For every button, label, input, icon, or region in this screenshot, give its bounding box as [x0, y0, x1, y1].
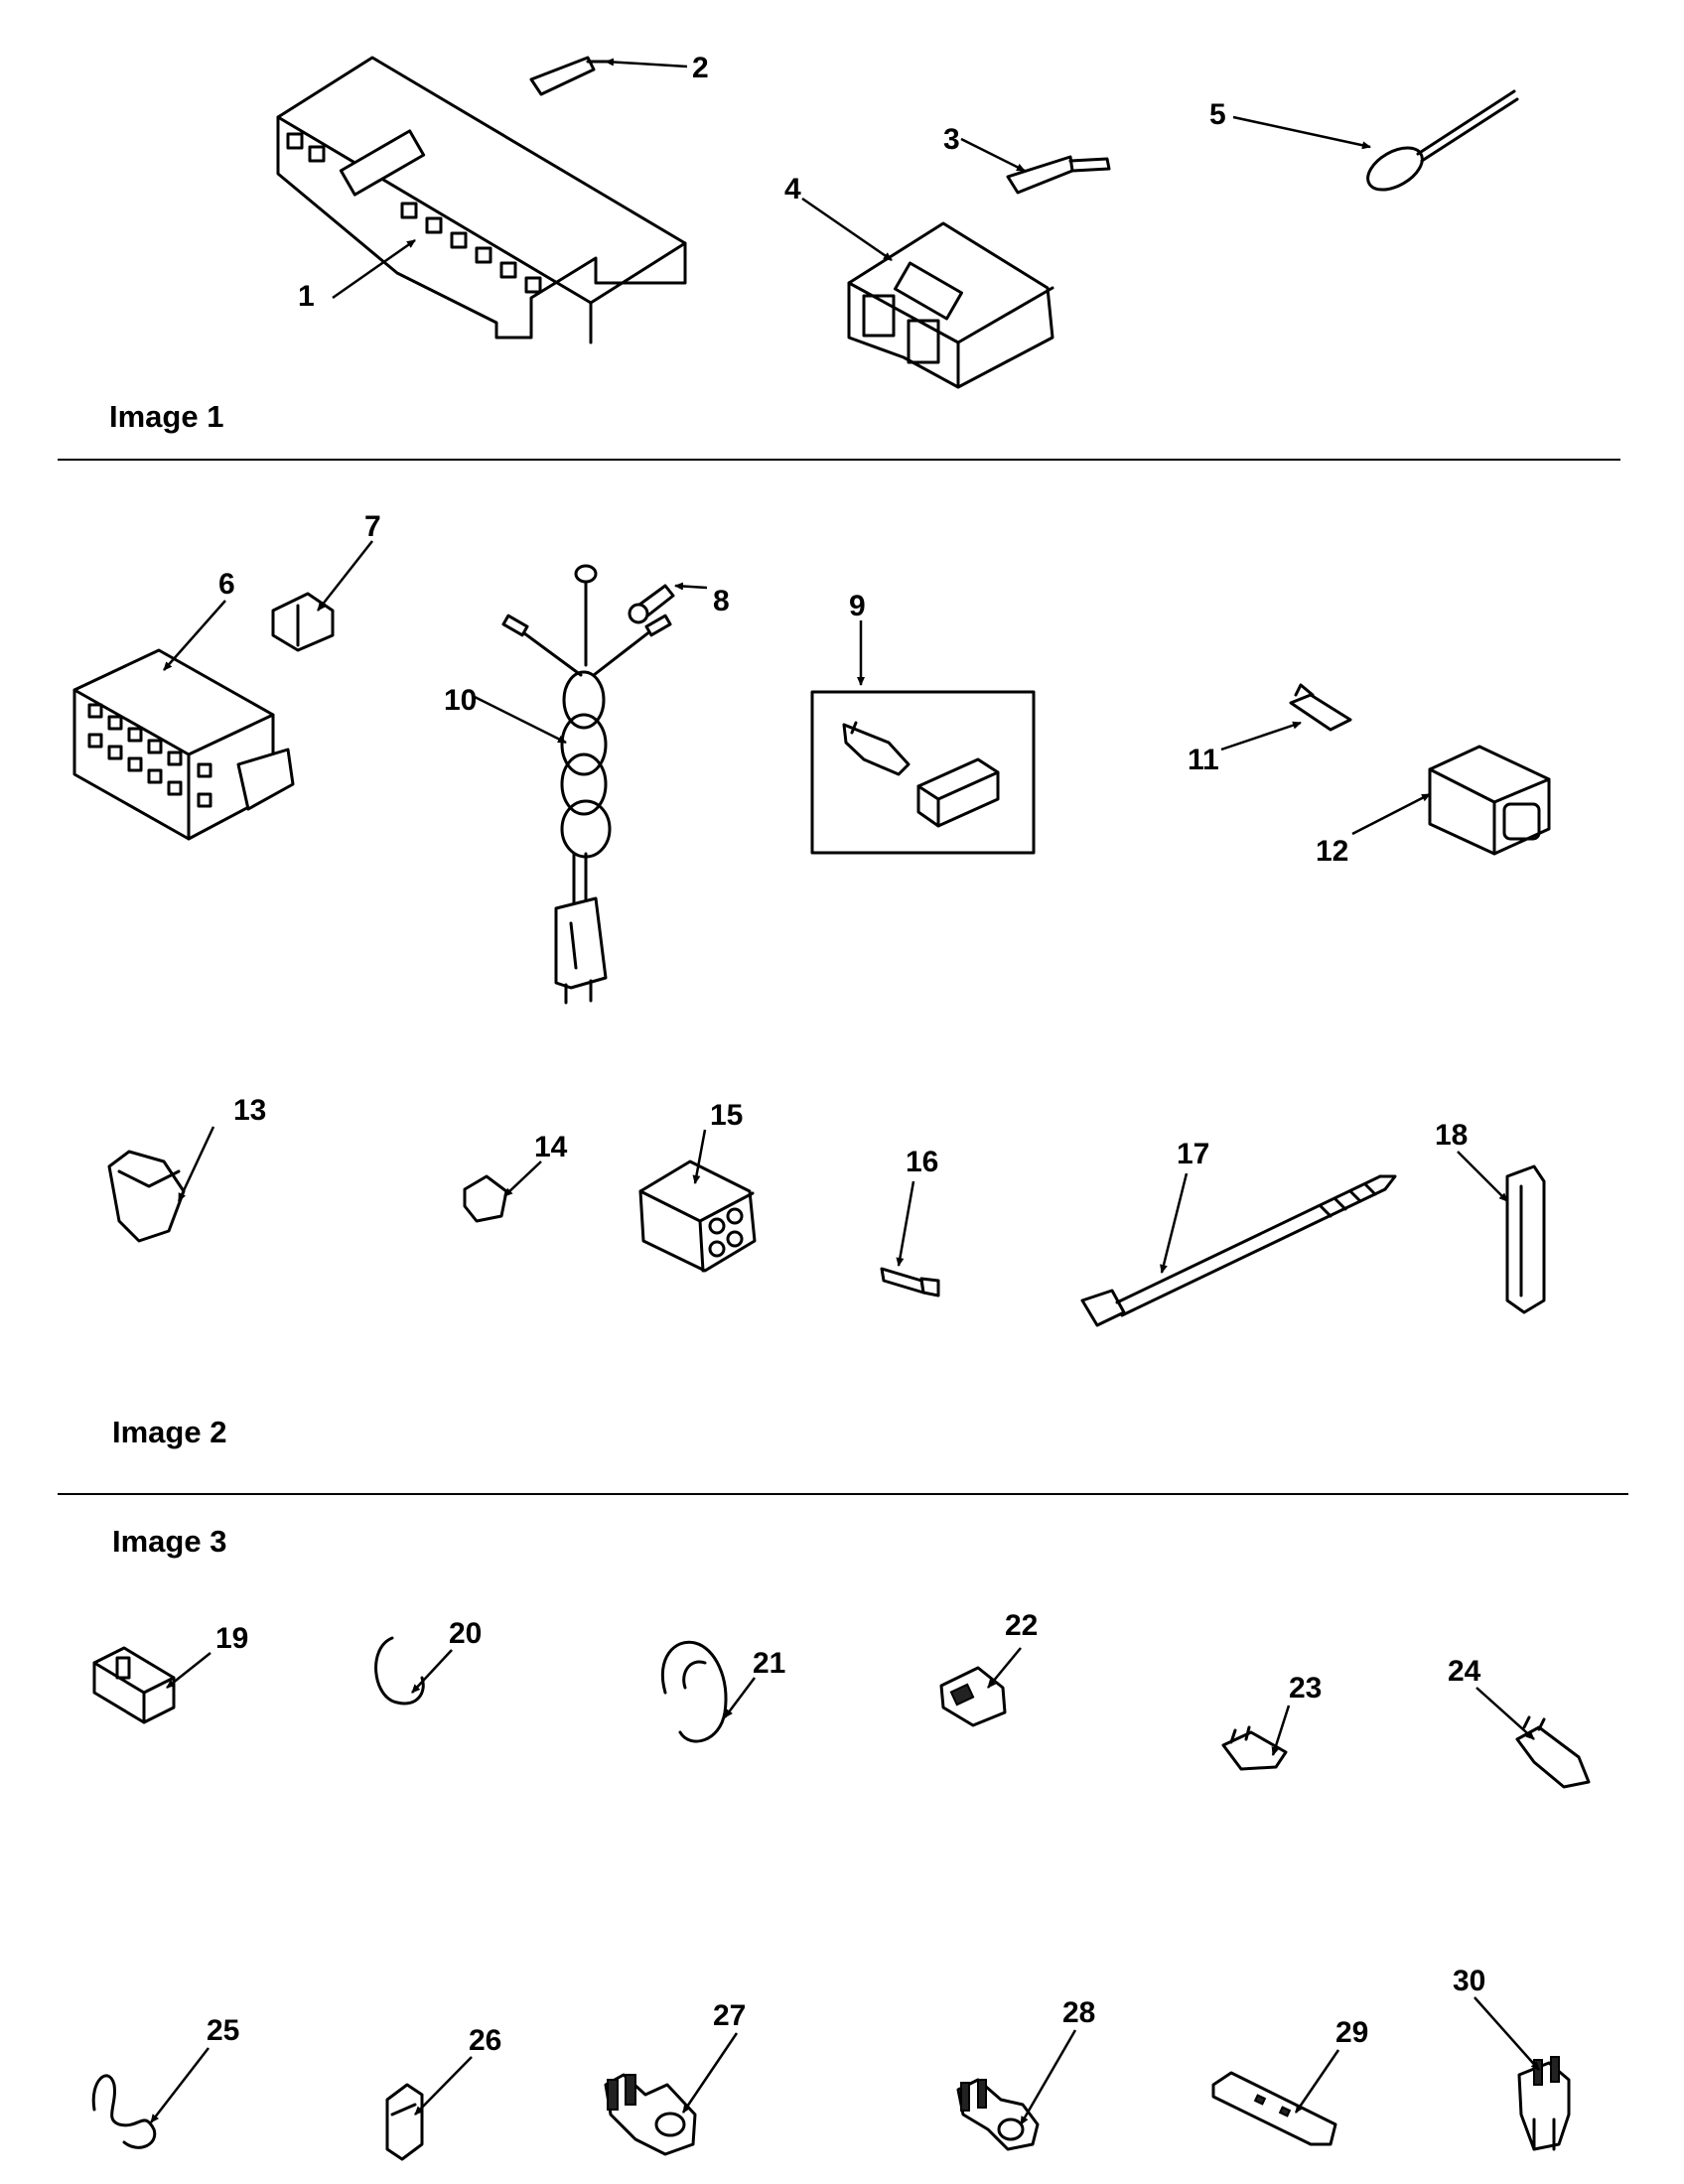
- part-22-terminal: [939, 1666, 1007, 1727]
- callout-8: 8: [713, 585, 730, 617]
- callout-24: 24: [1448, 1655, 1481, 1688]
- part-4-connector-housing: [847, 221, 1054, 389]
- part-11-terminal: [1289, 683, 1352, 732]
- callout-25: 25: [207, 2014, 239, 2047]
- part-18-bracket: [1505, 1164, 1546, 1314]
- part-25-wire-clip: [91, 2074, 157, 2149]
- part-1-terminal-block: [276, 56, 687, 344]
- callout-6: 6: [218, 568, 235, 601]
- part-6-multi-pin-connector: [72, 648, 295, 841]
- callout-16: 16: [906, 1146, 938, 1178]
- callout-3: 3: [943, 123, 960, 156]
- callout-12: 12: [1316, 835, 1348, 868]
- section-label-image-2: Image 2: [112, 1415, 226, 1449]
- part-30-connector: [1517, 2056, 1571, 2151]
- part-29-flat-bracket: [1211, 2071, 1337, 2146]
- callout-7: 7: [364, 510, 381, 543]
- callout-30: 30: [1453, 1965, 1485, 1997]
- part-27-ring-terminal: [604, 2073, 697, 2156]
- part-13-clip: [107, 1150, 186, 1243]
- part-14-clip: [463, 1174, 508, 1223]
- part-20-ring-clip: [374, 1636, 425, 1706]
- callout-20: 20: [449, 1617, 482, 1650]
- callout-18: 18: [1435, 1119, 1468, 1152]
- callout-19: 19: [215, 1622, 248, 1655]
- callout-17: 17: [1177, 1138, 1209, 1170]
- part-5-sensor: [1366, 89, 1519, 192]
- section-label-image-1: Image 1: [109, 399, 223, 434]
- part-23-terminal: [1221, 1725, 1288, 1771]
- part-19-bracket: [92, 1646, 176, 1724]
- callout-2: 2: [692, 52, 709, 84]
- part-17-cable-tie: [1080, 1174, 1397, 1327]
- callout-4: 4: [784, 173, 801, 205]
- callout-28: 28: [1062, 1996, 1095, 2029]
- callout-26: 26: [469, 2024, 501, 2057]
- part-9-terminal-kit-box: [810, 690, 1036, 855]
- callout-23: 23: [1289, 1672, 1322, 1705]
- callout-22: 22: [1005, 1609, 1038, 1642]
- part-2-terminal: [529, 56, 610, 96]
- part-3-terminal: [1006, 155, 1111, 195]
- callout-21: 21: [753, 1647, 785, 1680]
- part-12-connector: [1428, 745, 1551, 856]
- callout-1: 1: [298, 280, 315, 313]
- callout-9: 9: [849, 590, 866, 622]
- part-28-ring-terminal: [956, 2078, 1040, 2151]
- part-16-pin-terminal: [880, 1267, 940, 1297]
- callout-14: 14: [534, 1131, 568, 1163]
- callout-5: 5: [1209, 98, 1226, 131]
- callout-11: 11: [1188, 744, 1219, 776]
- callout-27: 27: [713, 1999, 746, 2032]
- callout-10: 10: [444, 684, 477, 717]
- leader-lines: [150, 58, 1540, 2125]
- part-24-terminal: [1515, 1715, 1591, 1789]
- section-label-image-3: Image 3: [112, 1524, 226, 1559]
- part-15-plug-connector: [638, 1160, 757, 1273]
- part-21-cable-clamp: [660, 1640, 728, 1743]
- part-26-clip: [385, 2083, 424, 2161]
- part-8-screw: [628, 584, 675, 624]
- callout-15: 15: [710, 1099, 743, 1132]
- callout-13: 13: [233, 1094, 266, 1127]
- callout-29: 29: [1335, 2016, 1368, 2049]
- part-10-power-cord: [501, 564, 672, 1005]
- callout-numbers: 1 2 3 4 5 6 7 8 9 10 11 12 13 14 15 16 1…: [207, 52, 1485, 2057]
